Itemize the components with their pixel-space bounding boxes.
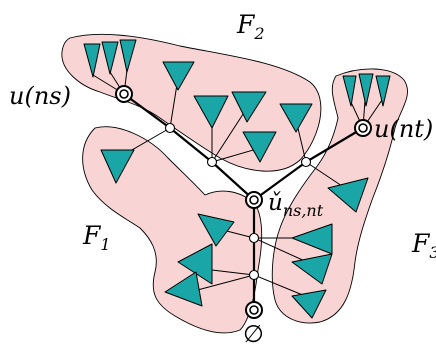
edge-uns-node xyxy=(122,92,172,130)
edge-unt-node xyxy=(304,126,365,164)
node-u-ns xyxy=(115,85,133,103)
edge-node-node xyxy=(168,126,214,164)
edge-node-ucheck-right xyxy=(252,160,308,202)
leaf-triangle xyxy=(358,73,374,107)
node-u-nt xyxy=(354,119,372,137)
leaf-triangle xyxy=(162,61,195,91)
label-empty-set: ∅ xyxy=(243,320,264,348)
leaf-triangle xyxy=(83,43,101,78)
label-f3: F3 xyxy=(411,229,436,262)
edge-node-ucheck xyxy=(210,160,256,202)
leaf-triangle xyxy=(100,149,135,184)
leaf-triangle xyxy=(291,289,327,319)
leaf-triangle xyxy=(291,223,333,255)
leaf-triangles xyxy=(83,39,391,319)
label-u-nt: u(nt) xyxy=(374,115,433,143)
label-u-check: ǔns,nt xyxy=(268,190,324,220)
label-f1: F1 xyxy=(82,221,111,254)
label-u-ns: u(ns) xyxy=(9,82,71,110)
leaf-triangle xyxy=(164,271,203,307)
leaf-triangle xyxy=(101,41,119,75)
leaf-triangle xyxy=(197,213,235,247)
leaf-triangle xyxy=(291,253,333,285)
leaf-triangle xyxy=(327,177,369,213)
leaf-triangle xyxy=(242,131,277,163)
leaf-triangle xyxy=(279,103,313,133)
leaf-triangle xyxy=(193,95,229,129)
leaf-triangle xyxy=(119,39,137,73)
node-root xyxy=(245,301,263,319)
node-u-check xyxy=(245,191,263,209)
internal-node xyxy=(248,232,260,244)
leaf-triangle xyxy=(375,75,391,107)
leaf-triangle xyxy=(231,91,267,123)
label-f2: F2 xyxy=(236,10,265,43)
internal-node xyxy=(206,156,218,168)
internal-node xyxy=(248,269,260,281)
leaf-triangle xyxy=(342,75,357,107)
internal-node xyxy=(300,156,312,168)
region-f1 xyxy=(82,126,263,334)
internal-node xyxy=(164,122,176,134)
